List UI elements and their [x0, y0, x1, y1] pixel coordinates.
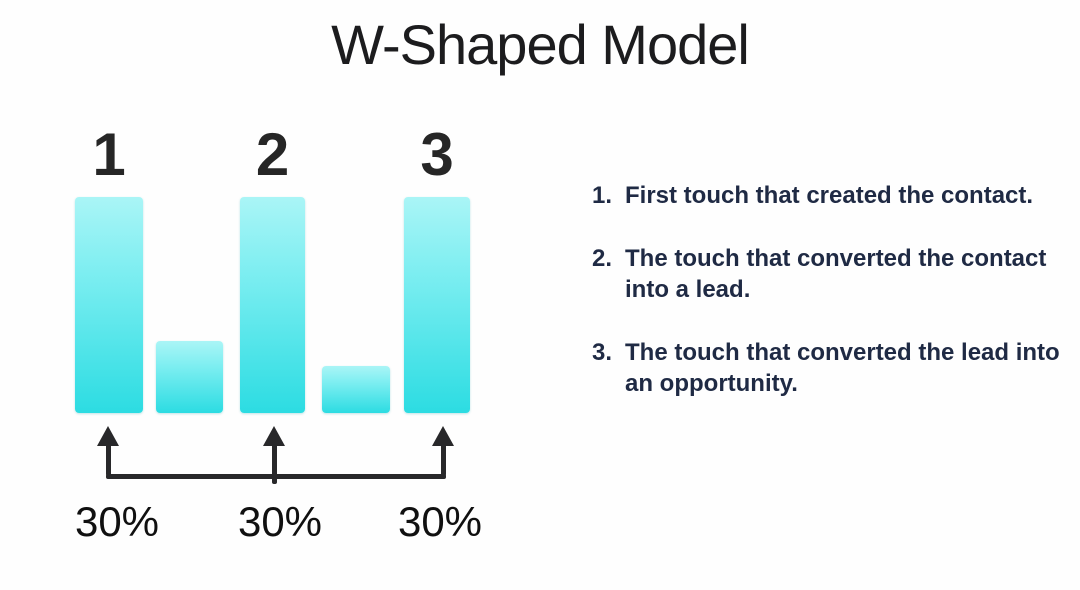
arrow-stem-3 — [441, 444, 446, 476]
arrow-stem-1 — [106, 444, 111, 476]
bar-minor-touch-a — [156, 341, 223, 413]
notes-list: 1. First touch that created the contact.… — [592, 180, 1062, 399]
percent-label-3: 30% — [397, 498, 483, 545]
bar-number-label-1: 1 — [92, 121, 126, 188]
arrow-up-icon — [97, 426, 119, 446]
arrow-up-icon — [432, 426, 454, 446]
note-number: 3. — [592, 339, 613, 366]
note-item-3: 3. The touch that converted the lead int… — [592, 337, 1062, 399]
note-item-1: 1. First touch that created the contact. — [592, 180, 1062, 211]
page-title: W-Shaped Model — [331, 13, 750, 76]
percent-label-1: 30% — [74, 498, 160, 545]
note-text: The touch that converted the lead into a… — [625, 339, 1060, 397]
bar-touch-2 — [240, 197, 305, 413]
note-text: First touch that created the contact. — [625, 182, 1034, 209]
arrow-stem-2 — [272, 444, 277, 484]
bar-touch-3 — [404, 197, 470, 413]
w-shaped-bar-chart: 1 2 3 30% 30% 30% — [74, 121, 483, 546]
bar-minor-touch-b — [322, 366, 390, 413]
percent-label-2: 30% — [237, 498, 323, 545]
arrow-up-icon — [263, 426, 285, 446]
note-item-2: 2. The touch that converted the contact … — [592, 243, 1062, 305]
bar-number-label-3: 3 — [420, 121, 454, 188]
bar-touch-1 — [75, 197, 143, 413]
note-text: The touch that converted the contact int… — [625, 245, 1047, 303]
note-number: 2. — [592, 245, 613, 272]
note-number: 1. — [592, 182, 613, 209]
bar-number-label-2: 2 — [255, 121, 290, 188]
